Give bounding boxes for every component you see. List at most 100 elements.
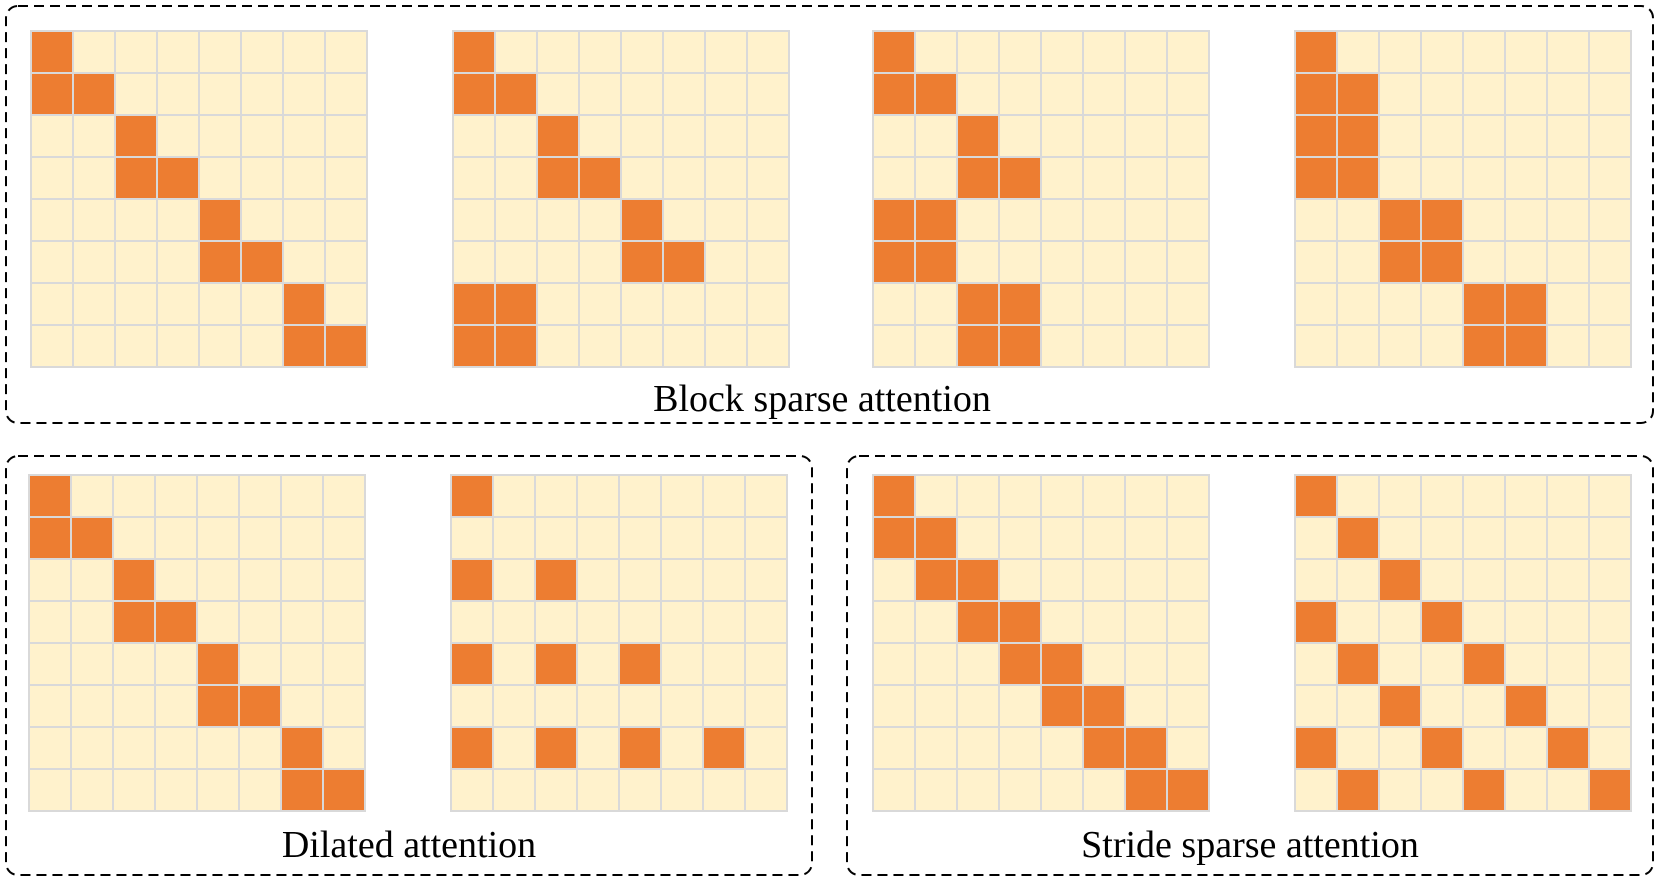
empty-cell bbox=[872, 324, 916, 368]
empty-cell bbox=[1378, 114, 1422, 158]
empty-cell bbox=[1378, 768, 1422, 812]
attended-cell bbox=[1294, 474, 1338, 518]
empty-cell bbox=[1040, 516, 1084, 560]
empty-cell bbox=[578, 30, 622, 74]
empty-cell bbox=[914, 30, 958, 74]
empty-cell bbox=[1588, 198, 1632, 242]
empty-cell bbox=[1336, 30, 1380, 74]
empty-cell bbox=[238, 726, 282, 770]
empty-cell bbox=[618, 768, 662, 812]
empty-cell bbox=[576, 474, 620, 518]
empty-cell bbox=[1504, 156, 1548, 200]
attended-cell bbox=[198, 240, 242, 284]
empty-cell bbox=[1040, 114, 1084, 158]
empty-cell bbox=[450, 684, 494, 728]
empty-cell bbox=[1546, 156, 1590, 200]
empty-cell bbox=[1504, 198, 1548, 242]
attended-cell bbox=[452, 72, 496, 116]
attended-cell bbox=[450, 726, 494, 770]
empty-cell bbox=[1294, 324, 1338, 368]
empty-cell bbox=[72, 156, 116, 200]
empty-cell bbox=[1546, 198, 1590, 242]
attended-cell bbox=[1124, 768, 1168, 812]
empty-cell bbox=[1082, 240, 1126, 284]
empty-cell bbox=[1546, 474, 1590, 518]
empty-cell bbox=[998, 474, 1042, 518]
empty-cell bbox=[872, 114, 916, 158]
empty-cell bbox=[1504, 726, 1548, 770]
empty-cell bbox=[1166, 114, 1210, 158]
attended-cell bbox=[914, 198, 958, 242]
empty-cell bbox=[1504, 600, 1548, 644]
empty-cell bbox=[70, 600, 114, 644]
dilated-frame bbox=[5, 455, 813, 876]
empty-cell bbox=[1462, 558, 1506, 602]
empty-cell bbox=[1294, 684, 1338, 728]
attended-cell bbox=[1420, 198, 1464, 242]
empty-cell bbox=[154, 642, 198, 686]
empty-cell bbox=[282, 156, 326, 200]
empty-cell bbox=[914, 642, 958, 686]
empty-cell bbox=[998, 558, 1042, 602]
attended-cell bbox=[280, 726, 324, 770]
attended-cell bbox=[914, 240, 958, 284]
empty-cell bbox=[198, 72, 242, 116]
empty-cell bbox=[1420, 324, 1464, 368]
empty-cell bbox=[1588, 516, 1632, 560]
empty-cell bbox=[112, 726, 156, 770]
empty-cell bbox=[114, 282, 158, 326]
empty-cell bbox=[662, 324, 706, 368]
empty-cell bbox=[1040, 600, 1084, 644]
empty-cell bbox=[1462, 198, 1506, 242]
empty-cell bbox=[872, 768, 916, 812]
empty-cell bbox=[196, 558, 240, 602]
attended-cell bbox=[154, 600, 198, 644]
empty-cell bbox=[198, 30, 242, 74]
empty-cell bbox=[702, 684, 746, 728]
empty-cell bbox=[536, 198, 580, 242]
empty-cell bbox=[154, 558, 198, 602]
empty-cell bbox=[238, 600, 282, 644]
empty-cell bbox=[198, 156, 242, 200]
attended-cell bbox=[1504, 684, 1548, 728]
empty-cell bbox=[198, 114, 242, 158]
empty-cell bbox=[494, 156, 538, 200]
empty-cell bbox=[956, 684, 1000, 728]
empty-cell bbox=[1166, 156, 1210, 200]
empty-cell bbox=[620, 156, 664, 200]
empty-cell bbox=[1124, 600, 1168, 644]
empty-cell bbox=[30, 156, 74, 200]
empty-cell bbox=[872, 642, 916, 686]
empty-cell bbox=[280, 474, 324, 518]
attended-cell bbox=[1336, 768, 1380, 812]
empty-cell bbox=[196, 474, 240, 518]
empty-cell bbox=[324, 240, 368, 284]
empty-cell bbox=[1040, 30, 1084, 74]
empty-cell bbox=[1040, 72, 1084, 116]
empty-cell bbox=[450, 516, 494, 560]
empty-cell bbox=[536, 72, 580, 116]
attended-cell bbox=[1378, 558, 1422, 602]
empty-cell bbox=[28, 768, 72, 812]
empty-cell bbox=[1462, 240, 1506, 284]
empty-cell bbox=[1124, 72, 1168, 116]
empty-cell bbox=[72, 198, 116, 242]
block-sparse-matrix-2 bbox=[452, 30, 790, 368]
attended-cell bbox=[1504, 324, 1548, 368]
empty-cell bbox=[1124, 516, 1168, 560]
empty-cell bbox=[1378, 474, 1422, 518]
empty-cell bbox=[1462, 156, 1506, 200]
dilated-matrix-2 bbox=[450, 474, 788, 812]
empty-cell bbox=[956, 474, 1000, 518]
empty-cell bbox=[1166, 474, 1210, 518]
attended-cell bbox=[1336, 642, 1380, 686]
empty-cell bbox=[492, 474, 536, 518]
empty-cell bbox=[198, 324, 242, 368]
empty-cell bbox=[196, 600, 240, 644]
empty-cell bbox=[1336, 324, 1380, 368]
empty-cell bbox=[914, 156, 958, 200]
empty-cell bbox=[1082, 282, 1126, 326]
empty-cell bbox=[704, 72, 748, 116]
empty-cell bbox=[156, 198, 200, 242]
empty-cell bbox=[744, 474, 788, 518]
